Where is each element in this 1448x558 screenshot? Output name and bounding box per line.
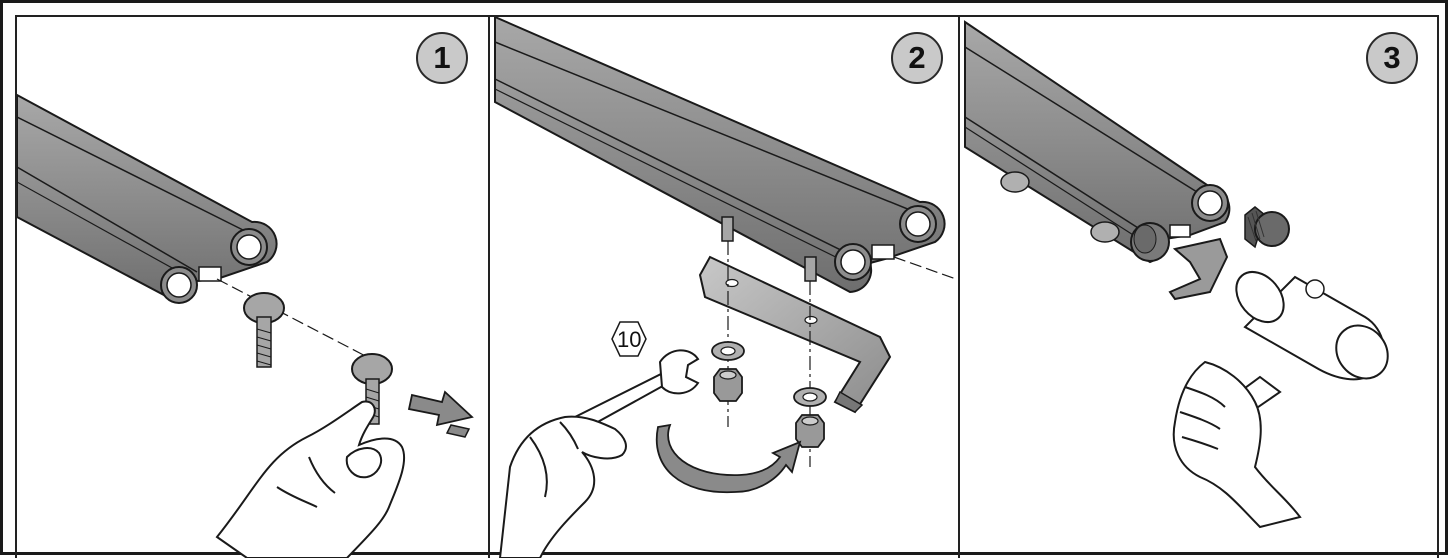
step-1-illustration	[17, 93, 474, 558]
washer-icon	[793, 387, 827, 407]
end-cap-icon	[1244, 206, 1290, 249]
hand-icon	[498, 415, 627, 558]
step-3-panel	[960, 17, 1437, 558]
step-2-panel	[490, 17, 956, 558]
carriage-bolt-icon	[243, 292, 285, 368]
step-3-illustration	[964, 20, 1389, 529]
hand-icon	[215, 400, 406, 558]
panel-divider	[958, 17, 960, 558]
instruction-frame	[15, 15, 1439, 558]
step-number-badge: 1	[416, 32, 468, 84]
panel-divider	[488, 17, 490, 558]
hexagon-icon	[611, 321, 647, 357]
hand-icon	[1172, 360, 1302, 529]
roof-bar-icon	[17, 93, 278, 304]
insert-arrow-icon	[407, 390, 474, 438]
nut-icon	[713, 368, 743, 402]
rotate-arrow-icon	[655, 423, 802, 494]
step-1-panel	[17, 17, 487, 558]
wrench-icon	[573, 349, 700, 431]
step-number-badge: 3	[1366, 32, 1418, 84]
roof-bar-icon	[494, 17, 956, 294]
step-2-illustration	[494, 17, 956, 558]
washer-icon	[711, 341, 745, 361]
bracket-icon	[1168, 237, 1229, 301]
wrench-size-hex	[611, 321, 647, 357]
nut-icon	[795, 414, 825, 448]
roof-bar-icon	[964, 20, 1231, 264]
bracket-icon	[698, 255, 892, 414]
wrench-size-label: 10	[617, 327, 642, 352]
step-number-badge: 2	[891, 32, 943, 84]
